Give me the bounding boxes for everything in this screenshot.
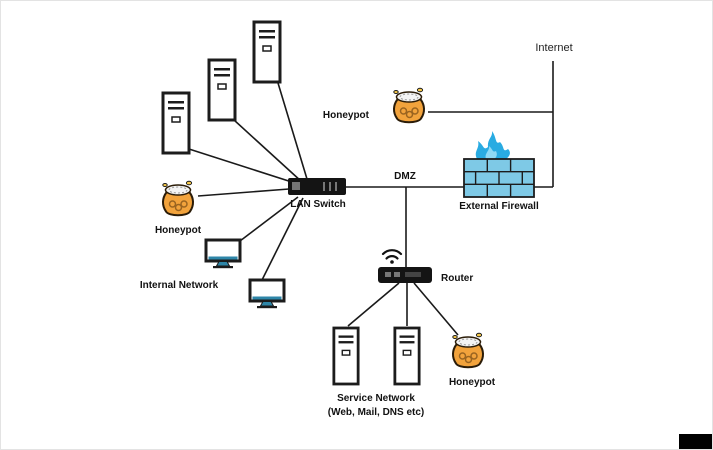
server-tower-icon: [161, 91, 191, 155]
server-tower-icon: [207, 58, 237, 122]
honey-jar-icon: [392, 87, 426, 124]
external-firewall-label: External Firewall: [459, 201, 539, 212]
wireless-router-icon: [378, 249, 432, 283]
wire-server3-switch: [277, 82, 308, 180]
internet-label: Internet: [535, 42, 572, 54]
honeypot-bottom-label: Honeypot: [449, 377, 496, 388]
router-label: Router: [441, 273, 473, 284]
honeypot-top-label: Honeypot: [323, 110, 370, 121]
internal-network-label: Internal Network: [140, 280, 219, 291]
lan-switch-icon: [288, 178, 346, 195]
wifi-signal-icon: [390, 260, 394, 264]
wire-honeypot-switch: [197, 188, 290, 197]
lan-switch-label: LAN Switch: [290, 199, 346, 210]
server-tower-icon: [252, 20, 282, 84]
wire-monitor2-switch: [261, 197, 304, 281]
honeypot-left-label: Honeypot: [155, 225, 202, 236]
honey-jar-icon: [161, 180, 195, 217]
honey-jar-icon: [451, 332, 485, 369]
wire-router-honeypot: [413, 282, 459, 336]
corner-black-mark: [679, 434, 712, 449]
dmz-label: DMZ: [394, 171, 416, 182]
server-tower-icon: [393, 326, 421, 386]
connection-lines: [188, 61, 554, 336]
brick-wall-flame-icon: [463, 131, 535, 198]
wire-server2-switch: [233, 119, 303, 183]
desktop-monitor-icon: [204, 238, 242, 270]
service-network-label: Service Network: [337, 393, 415, 404]
wire-server1-switch: [188, 148, 299, 185]
wire-router-serverA: [347, 282, 400, 327]
service-network-detail-label: (Web, Mail, DNS etc): [328, 407, 425, 418]
wire-monitor1-switch: [239, 196, 299, 242]
server-tower-icon: [332, 326, 360, 386]
desktop-monitor-icon: [248, 278, 286, 310]
